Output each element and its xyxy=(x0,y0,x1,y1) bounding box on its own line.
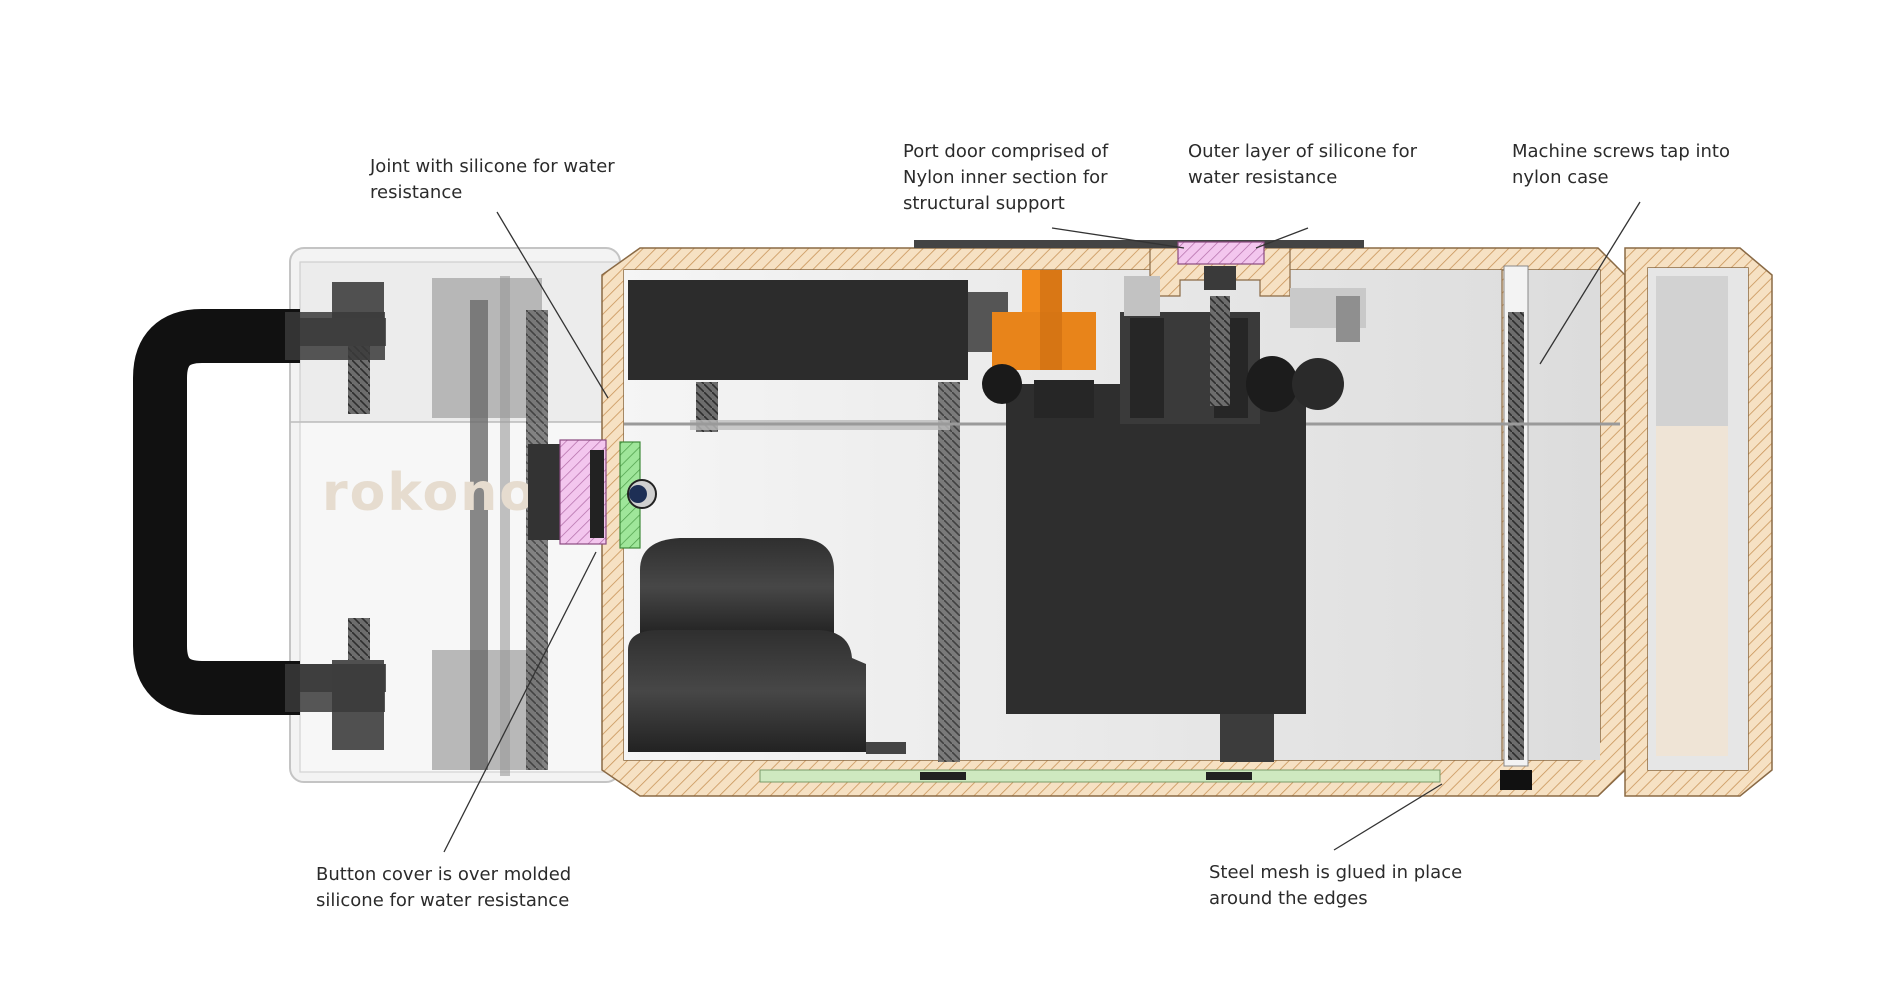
callout-port-door-line3: structural support xyxy=(903,193,1065,214)
callout-joint-line1: Joint with silicone for water xyxy=(369,156,615,177)
callout-port-door-line1: Port door comprised of xyxy=(903,141,1109,162)
callout-outer-silicone-line1: Outer layer of silicone for xyxy=(1188,141,1418,162)
callout-outer-silicone-line2: water resistance xyxy=(1188,167,1337,188)
machine-screw xyxy=(1500,265,1532,790)
brand-logo: rokono xyxy=(322,463,537,523)
internal-components xyxy=(624,270,1620,783)
callout-steel-mesh-line1: Steel mesh is glued in place xyxy=(1209,862,1462,883)
port-door xyxy=(914,240,1364,290)
callout-button-cover-line1: Button cover is over molded xyxy=(316,864,571,885)
callout-button-cover-line2: silicone for water resistance xyxy=(316,890,569,911)
orange-port-plug xyxy=(992,270,1096,370)
leader-lines xyxy=(443,201,1641,853)
carry-handle xyxy=(133,309,385,715)
callout-steel-mesh-line2: around the edges xyxy=(1209,888,1368,909)
speaker-assembly xyxy=(628,538,906,754)
callout-machine-screws-line2: nylon case xyxy=(1512,167,1609,188)
callout-machine-screws-line1: Machine screws tap into xyxy=(1512,141,1730,162)
callout-joint-line2: resistance xyxy=(370,182,462,203)
button-assembly xyxy=(528,439,657,549)
callout-port-door-line2: Nylon inner section for xyxy=(903,167,1108,188)
